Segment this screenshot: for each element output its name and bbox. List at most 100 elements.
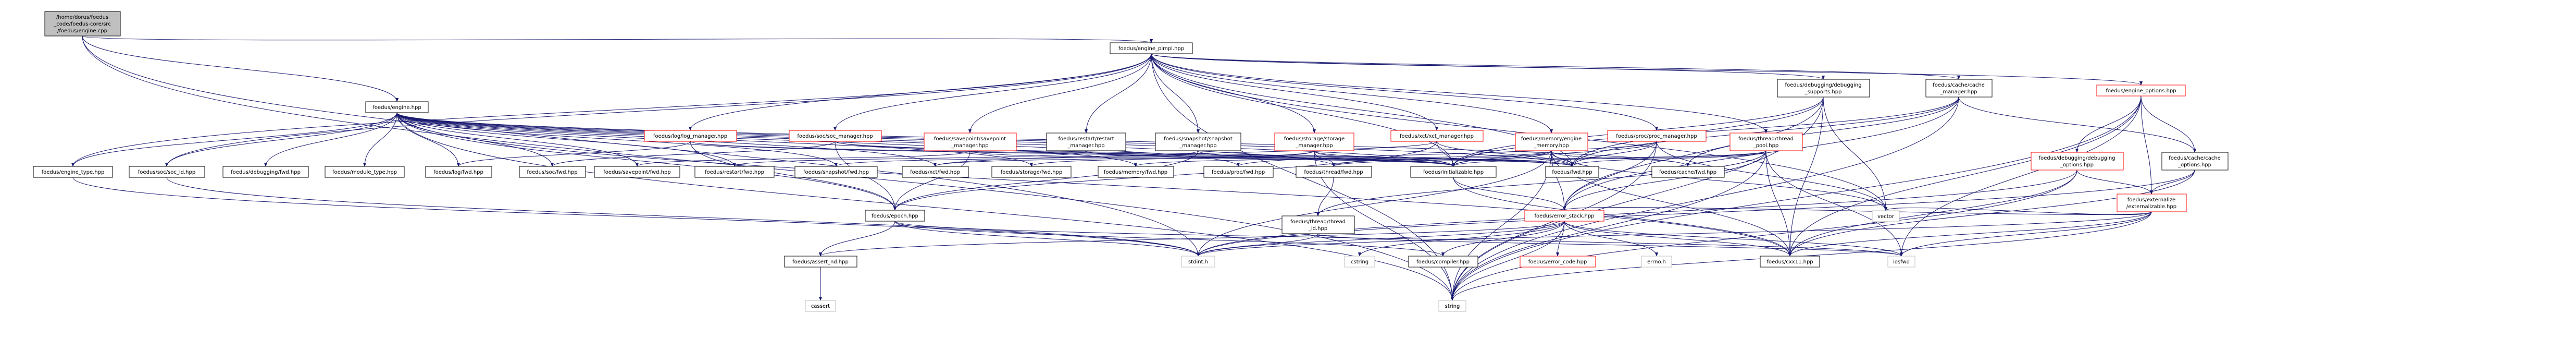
node-cxx11[interactable]: foedus/cxx11.hpp	[1760, 256, 1820, 268]
edge-engine-pimpl-to-storage-manager	[1151, 53, 1316, 134]
edge-engine-options-to-string	[1450, 95, 2142, 301]
edge-error-stack-to-assert-nd	[819, 221, 1565, 257]
node-box	[694, 166, 775, 178]
node-label: foedus/fwd.hpp	[1552, 170, 1592, 175]
node-thread-pool[interactable]: foedus/thread/thread_pool.hpp	[1729, 132, 1803, 151]
node-vector: vector	[1872, 210, 1900, 222]
edge-engine-to-restart-fwd	[396, 112, 737, 167]
edge-engine-pimpl-to-engine-memory	[1151, 53, 1553, 134]
node-snapshot-fwd[interactable]: foedus/snapshot/fwd.hpp	[794, 166, 878, 178]
node-errno: errno.h	[1641, 256, 1672, 268]
node-stdint: stdint.h	[1181, 256, 1215, 268]
node-log-fwd[interactable]: foedus/log/fwd.hpp	[425, 166, 492, 178]
node-box	[902, 166, 969, 178]
node-label: foedus/error_code.hpp	[1528, 259, 1587, 265]
node-soc-manager[interactable]: foedus/soc/soc_manager.hpp	[789, 130, 882, 142]
node-box	[425, 166, 492, 178]
node-savepoint-fwd[interactable]: foedus/savepoint/fwd.hpp	[594, 166, 680, 178]
node-label: foedus/engine_pimpl.hpp	[1118, 46, 1184, 52]
node-savepoint-manager[interactable]: foedus/savepoint/savepoint_manager.hpp	[924, 132, 1017, 151]
node-xct-manager[interactable]: foedus/xct/xct_manager.hpp	[1390, 130, 1484, 142]
node-engine-type[interactable]: foedus/engine_type.hpp	[33, 166, 113, 178]
node-label: foedus/log/log_manager.hpp	[653, 134, 727, 139]
node-thread-id[interactable]: foedus/thread/thread_id.hpp	[1281, 215, 1355, 234]
node-compiler[interactable]: foedus/compiler.hpp	[1408, 256, 1478, 268]
node-box	[1408, 256, 1478, 268]
edge-thread-id-to-stdint	[1196, 233, 1318, 257]
node-snapshot-manager[interactable]: foedus/snapshot/snapshot_manager.hpp	[1155, 132, 1241, 151]
node-label: _manager.hpp	[1939, 89, 1977, 95]
node-log-manager[interactable]: foedus/log/log_manager.hpp	[644, 130, 737, 142]
edge-engine-memory-to-thread-fwd	[1331, 150, 1552, 167]
node-cache-fwd[interactable]: foedus/cache/fwd.hpp	[1651, 166, 1725, 178]
edge-engine-options-to-debugging-options	[2075, 95, 2142, 153]
edge-storage-manager-to-xct-fwd	[934, 150, 1315, 167]
node-debugging-options[interactable]: foedus/debugging/debugging_options.hpp	[2031, 152, 2124, 171]
edge-debugging-supports-to-vector	[1823, 96, 1888, 211]
edge-engine-memory-to-vector	[1551, 150, 1888, 211]
edge-engine-pimpl-to-cache-manager	[1151, 53, 1960, 80]
node-restart-fwd[interactable]: foedus/restart/fwd.hpp	[694, 166, 775, 178]
node-fwd[interactable]: foedus/fwd.hpp	[1545, 166, 1599, 178]
edge-engine-pimpl-to-restart-manager	[1084, 53, 1152, 134]
node-storage-fwd[interactable]: foedus/storage/fwd.hpp	[991, 166, 1072, 178]
node-thread-fwd[interactable]: foedus/thread/fwd.hpp	[1296, 166, 1372, 178]
node-box	[789, 130, 882, 142]
node-box	[33, 166, 113, 178]
node-label: foedus/xct/xct_manager.hpp	[1400, 134, 1474, 139]
node-debugging-fwd[interactable]: foedus/debugging/fwd.hpp	[222, 166, 309, 178]
edge-error-stack-to-error-code	[1555, 221, 1565, 257]
node-proc-fwd[interactable]: foedus/proc/fwd.hpp	[1203, 166, 1274, 178]
edge-soc-manager-to-soc-fwd	[550, 141, 836, 167]
node-label: foedus/memory/fwd.hpp	[1104, 170, 1167, 175]
node-box	[519, 166, 586, 178]
edge-xct-manager-to-xct-fwd	[934, 141, 1437, 167]
node-engine-pimpl[interactable]: foedus/engine_pimpl.hpp	[1110, 42, 1193, 54]
edge-thread-fwd-to-thread-id	[1316, 177, 1334, 216]
node-soc-id[interactable]: foedus/soc/soc_id.hpp	[129, 166, 205, 178]
node-label: foedus/savepoint/savepoint	[934, 136, 1006, 142]
edge-soc-id-to-stdint	[166, 177, 1200, 257]
edge-root-to-engine	[82, 35, 399, 102]
edge-externalizable-to-iosfwd	[1899, 211, 2152, 257]
node-label: foedus/compiler.hpp	[1416, 259, 1470, 265]
node-cache-options[interactable]: foedus/cache/cache_options.hpp	[2161, 152, 2229, 171]
node-box	[1181, 256, 1215, 268]
node-label: vector	[1877, 214, 1895, 220]
edge-initializable-to-cxx11	[1453, 177, 1792, 257]
edge-engine-to-debugging-fwd	[264, 112, 397, 167]
node-initializable[interactable]: foedus/initializable.hpp	[1410, 166, 1497, 178]
node-box	[1344, 256, 1375, 268]
node-debugging-supports[interactable]: foedus/debugging/debugging_supports.hpp	[1777, 79, 1870, 98]
node-engine-memory[interactable]: foedus/memory/engine_memory.hpp	[1515, 132, 1588, 151]
node-cache-manager[interactable]: foedus/cache/cache_manager.hpp	[1925, 79, 1993, 98]
edge-thread-pool-to-iosfwd	[1765, 150, 1903, 257]
node-box	[1729, 132, 1803, 151]
node-label: foedus/soc/soc_id.hpp	[138, 170, 195, 175]
node-epoch[interactable]: foedus/epoch.hpp	[865, 210, 925, 222]
node-restart-manager[interactable]: foedus/restart/restart_manager.hpp	[1046, 132, 1126, 151]
node-root[interactable]: /home/dorus/foedus_code/foedus-core/src/…	[44, 11, 121, 37]
edge-externalizable-to-stdint	[1197, 211, 2152, 257]
node-engine-options[interactable]: foedus/engine_options.hpp	[2096, 84, 2186, 96]
node-proc-manager[interactable]: foedus/proc/proc_manager.hpp	[1607, 130, 1707, 142]
node-engine[interactable]: foedus/engine.hpp	[365, 101, 429, 113]
node-label: _memory.hpp	[1533, 143, 1569, 149]
node-module-type[interactable]: foedus/module_type.hpp	[325, 166, 405, 178]
edge-debugging-options-to-cxx11	[1788, 170, 2077, 257]
node-assert-nd[interactable]: foedus/assert_nd.hpp	[784, 256, 857, 268]
node-storage-manager[interactable]: foedus/storage/storage_manager.hpp	[1274, 132, 1354, 151]
node-memory-fwd[interactable]: foedus/memory/fwd.hpp	[1098, 166, 1174, 178]
node-soc-fwd[interactable]: foedus/soc/fwd.hpp	[519, 166, 586, 178]
edge-thread-id-to-iosfwd	[1317, 233, 1903, 257]
node-box	[1651, 166, 1725, 178]
node-error-stack[interactable]: foedus/error_stack.hpp	[1524, 210, 1604, 222]
edge-engine-to-savepoint-fwd	[396, 112, 639, 167]
node-string: string	[1438, 300, 1466, 312]
node-error-code[interactable]: foedus/error_code.hpp	[1520, 256, 1596, 268]
edge-cache-options-to-cxx11	[1788, 170, 2195, 257]
node-xct-fwd[interactable]: foedus/xct/fwd.hpp	[902, 166, 969, 178]
node-externalizable[interactable]: foedus/externalize/externalizable.hpp	[2117, 194, 2187, 212]
node-label: foedus/debugging/fwd.hpp	[231, 170, 301, 175]
edge-engine-to-epoch	[396, 112, 897, 211]
